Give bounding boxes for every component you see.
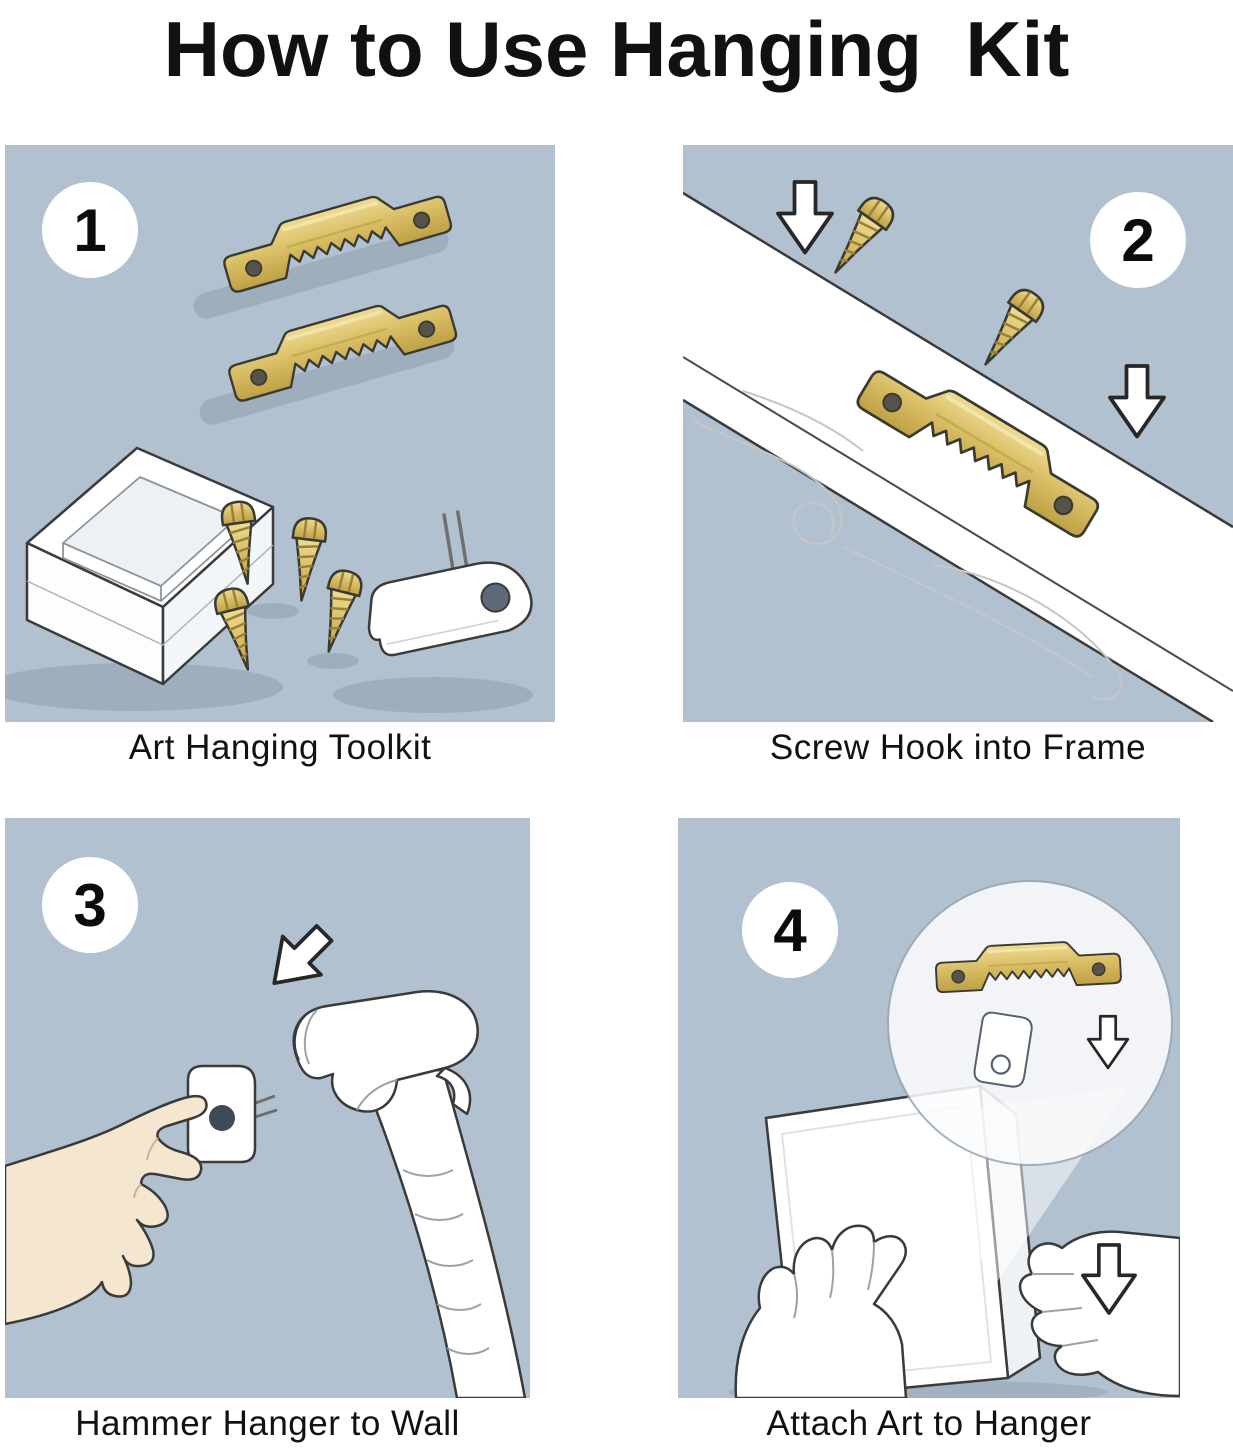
page-title: How to Use Hanging Kit <box>163 5 1070 93</box>
step-number: 1 <box>73 196 107 264</box>
left-hand-icon <box>734 1224 908 1398</box>
screw-icon <box>820 191 900 284</box>
screw-icon <box>311 566 366 657</box>
panel-1-illustration <box>5 176 533 713</box>
panel-step-4: 4 <box>678 818 1180 1398</box>
hand-icon <box>5 1094 208 1326</box>
screw-icon <box>970 283 1050 376</box>
arrow-down-icon <box>776 180 834 255</box>
toolkit-tray-icon <box>25 446 275 686</box>
hook-detail-icon <box>973 1011 1033 1088</box>
hammer-icon <box>292 990 527 1398</box>
caption-step-2: Screw Hook into Frame <box>769 728 1147 767</box>
arrow-down-icon <box>1108 364 1166 439</box>
step-number-badge: 4 <box>742 882 838 978</box>
frame-board-icon <box>683 191 1233 722</box>
wood-grain <box>692 390 1123 701</box>
wall-hanger-icon <box>186 1064 278 1164</box>
step-number-badge: 2 <box>1090 192 1186 288</box>
step-number-badge: 3 <box>42 857 138 953</box>
caption-step-3: Hammer Hanger to Wall <box>75 1404 460 1443</box>
panel-3-illustration <box>5 912 527 1398</box>
panel-step-1: 1 <box>5 145 555 722</box>
step-number: 2 <box>1121 206 1155 274</box>
step-number: 3 <box>73 871 107 939</box>
caption-step-4: Attach Art to Hanger <box>766 1404 1092 1443</box>
panel-step-3: 3 <box>5 818 530 1398</box>
step-number-badge: 1 <box>42 182 138 278</box>
panel-4-illustration <box>728 880 1180 1398</box>
nail-in-hook-icon <box>367 510 533 657</box>
right-hand-icon <box>1018 1230 1180 1398</box>
panel-step-2: 2 <box>683 145 1233 722</box>
step-number: 4 <box>773 896 807 964</box>
caption-step-1: Art Hanging Toolkit <box>128 728 432 767</box>
panel-2-illustration <box>683 180 1233 722</box>
screw-icon <box>284 515 329 604</box>
arrow-down-left-icon <box>253 912 346 1005</box>
